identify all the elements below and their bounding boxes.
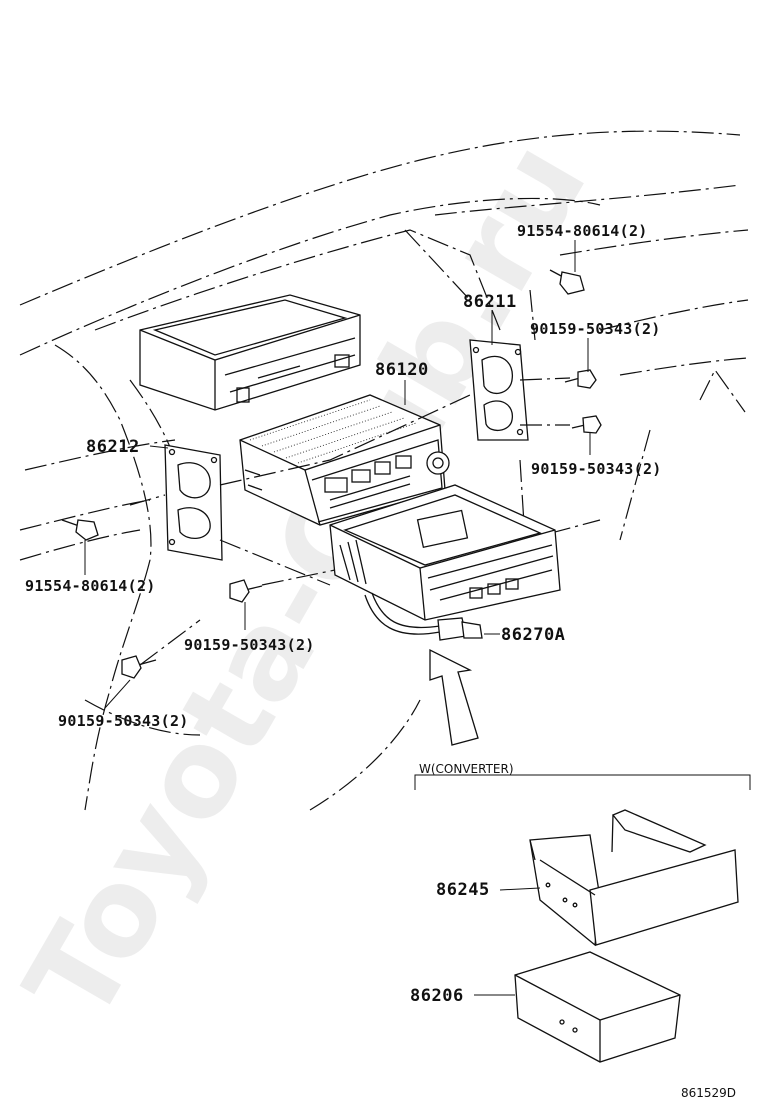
leader-lines [84, 240, 591, 996]
label-bolt-left: 91554-80614(2) [25, 577, 156, 595]
converter-box-graphic [514, 951, 681, 1063]
converter-section-label: W(CONVERTER) [419, 762, 514, 776]
label-screw-lower-left: 90159-50343(2) [58, 712, 189, 730]
direction-arrow [429, 648, 479, 746]
mounting-guide-lines [129, 289, 571, 666]
label-bolt-top-right: 91554-80614(2) [517, 222, 648, 240]
left-bracket [164, 444, 223, 561]
figure-code: 861529D [681, 1086, 736, 1100]
right-bracket [469, 339, 529, 441]
cable-assembly [364, 592, 483, 641]
bolt-left-graphic [61, 519, 99, 541]
screw-middle-graphic [229, 579, 263, 603]
label-converter-box: 86206 [410, 986, 464, 1006]
dashboard-outline [19, 130, 749, 811]
converter-section-bracket [414, 774, 751, 790]
converter-bracket-graphic [529, 809, 739, 947]
lower-audio-unit [329, 484, 561, 621]
screw-lower-left-graphic [121, 655, 157, 679]
label-bracket-left: 86212 [86, 437, 140, 457]
rear-audio-unit [139, 294, 361, 411]
screw-right-upper-graphic [564, 369, 597, 389]
label-bracket-right: 86211 [463, 292, 517, 312]
label-receiver: 86120 [375, 360, 429, 380]
label-screw-right-upper: 90159-50343(2) [530, 320, 661, 338]
label-cable-connector: 86270A [501, 625, 565, 645]
label-converter-bracket: 86245 [436, 880, 490, 900]
label-screw-right-lower: 90159-50343(2) [531, 460, 662, 478]
label-screw-middle: 90159-50343(2) [184, 636, 315, 654]
bolt-top-right-graphic [549, 269, 585, 295]
screw-right-lower-graphic [571, 415, 602, 434]
